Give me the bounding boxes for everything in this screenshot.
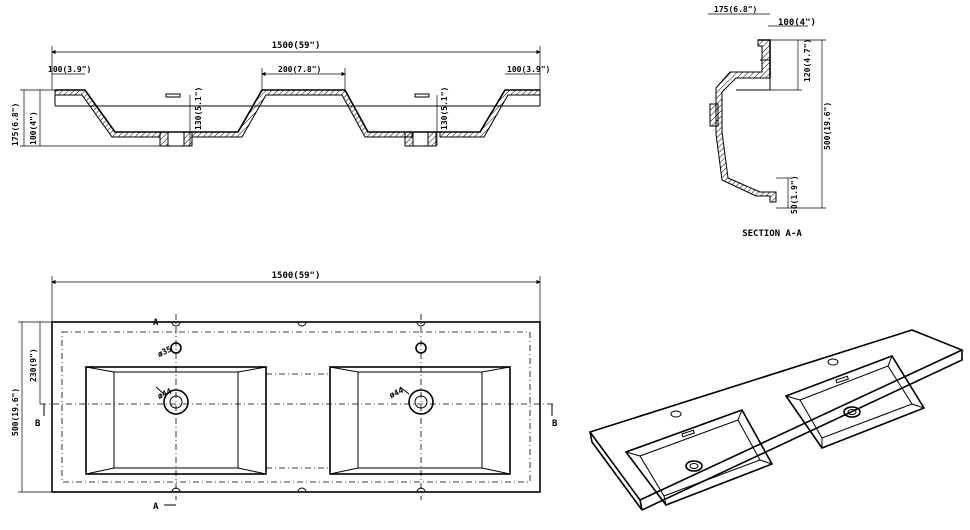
plan-section-label-top: A [153, 318, 159, 328]
section-upper-height: 120(4.7") [803, 39, 812, 82]
plan-drain-right: ø44 [388, 386, 405, 400]
front-total-height: 175(6.8") [11, 103, 20, 146]
plan-depth: 500(19.6") [11, 388, 20, 436]
plan-side-label-right: B [552, 419, 558, 429]
plan-section-label-bottom: A [153, 502, 159, 512]
plan-view: 1500(59") [11, 271, 558, 512]
section-bottom-lip: 50(1.9") [790, 175, 799, 214]
section-rim-width: 100(4") [778, 18, 816, 28]
plan-overall-width: 1500(59") [272, 271, 321, 281]
section-caption: SECTION A-A [742, 229, 802, 239]
front-rim-height: 100(4") [29, 111, 38, 145]
front-bowl-depth-left: 130(5.1") [194, 87, 203, 130]
plan-bowl-offset: 230(9") [29, 348, 38, 382]
front-left-edge: 100(3.9") [48, 65, 91, 74]
front-overall-width: 1500(59") [272, 41, 321, 51]
front-right-edge: 100(3.9") [507, 65, 550, 74]
section-top-width: 175(6.8") [714, 5, 757, 14]
plan-side-label-left: B [35, 419, 41, 429]
section-total-depth: 500(19.6") [823, 102, 832, 150]
isometric-view [588, 329, 965, 511]
front-bowl-depth-right: 130(5.1") [440, 87, 449, 130]
section-view: 175(6.8") 100(4") 500(19.6") 120(4.7") 5… [708, 5, 832, 239]
front-view: 1500(59") 100(3.9") 100(3.9") 200(7.8") [11, 41, 550, 147]
front-center-gap: 200(7.8") [278, 65, 321, 74]
